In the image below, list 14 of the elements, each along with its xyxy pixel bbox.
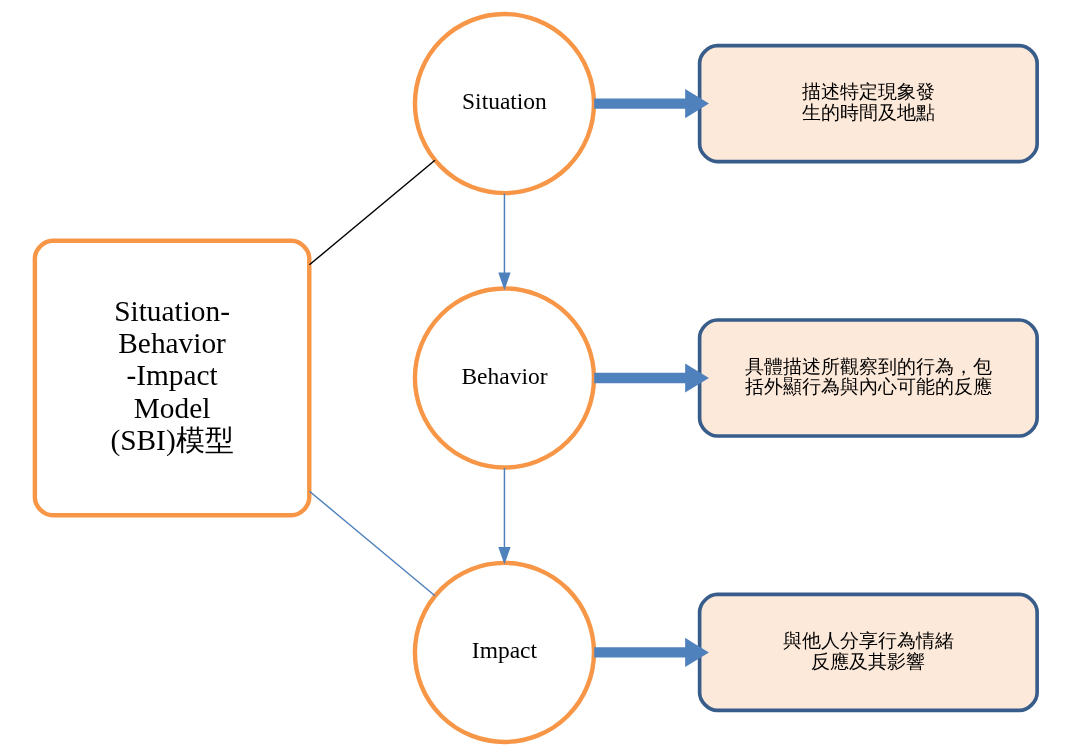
node-box: 描述特定現象發生的時間及地點 <box>697 43 1039 164</box>
arrow <box>593 637 709 667</box>
node-circle: Situation <box>412 11 596 196</box>
node-circle: Behavior <box>412 286 596 470</box>
node-box: 具體描述所觀察到的行為，包括外顯行為與內心可能的反應 <box>697 318 1039 438</box>
connector <box>308 490 436 597</box>
arrow <box>497 192 511 291</box>
arrow <box>593 89 709 119</box>
connector <box>308 159 436 266</box>
node-box: Situation- Behavior -Impact Model (SBI)模型 <box>32 238 311 518</box>
arrow <box>497 467 511 565</box>
node-circle: Impact <box>412 560 596 745</box>
node-box: 與他人分享行為情緒反應及其影響 <box>697 592 1039 713</box>
arrow <box>593 363 709 393</box>
